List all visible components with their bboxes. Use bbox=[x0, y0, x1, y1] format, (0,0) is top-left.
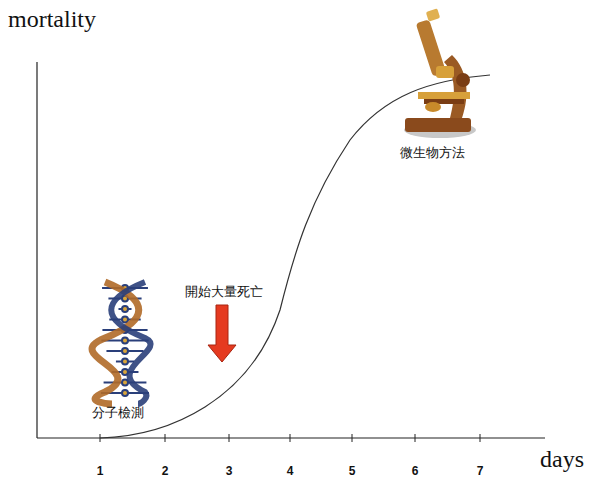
tick-label: 4 bbox=[287, 464, 294, 478]
red-arrow bbox=[208, 305, 236, 362]
axis-title: days bbox=[540, 446, 584, 473]
tick-label: 7 bbox=[477, 464, 484, 478]
tick-marks bbox=[100, 434, 480, 442]
mortality-curve bbox=[100, 75, 490, 438]
annotation: 開始大量死亡 bbox=[185, 283, 263, 301]
tick-label: 5 bbox=[349, 464, 356, 478]
dna-icon bbox=[92, 282, 151, 404]
tick-label: 6 bbox=[412, 464, 419, 478]
tick-label: 2 bbox=[162, 464, 169, 478]
icon-caption: 微生物方法 bbox=[400, 144, 465, 162]
y-axis bbox=[36, 62, 37, 438]
tick-label: 3 bbox=[226, 464, 233, 478]
icon-caption: 分子檢測 bbox=[92, 404, 144, 422]
microscope-icon bbox=[404, 8, 476, 138]
axis-title: mortality bbox=[8, 6, 96, 33]
tick-label: 1 bbox=[97, 464, 104, 478]
